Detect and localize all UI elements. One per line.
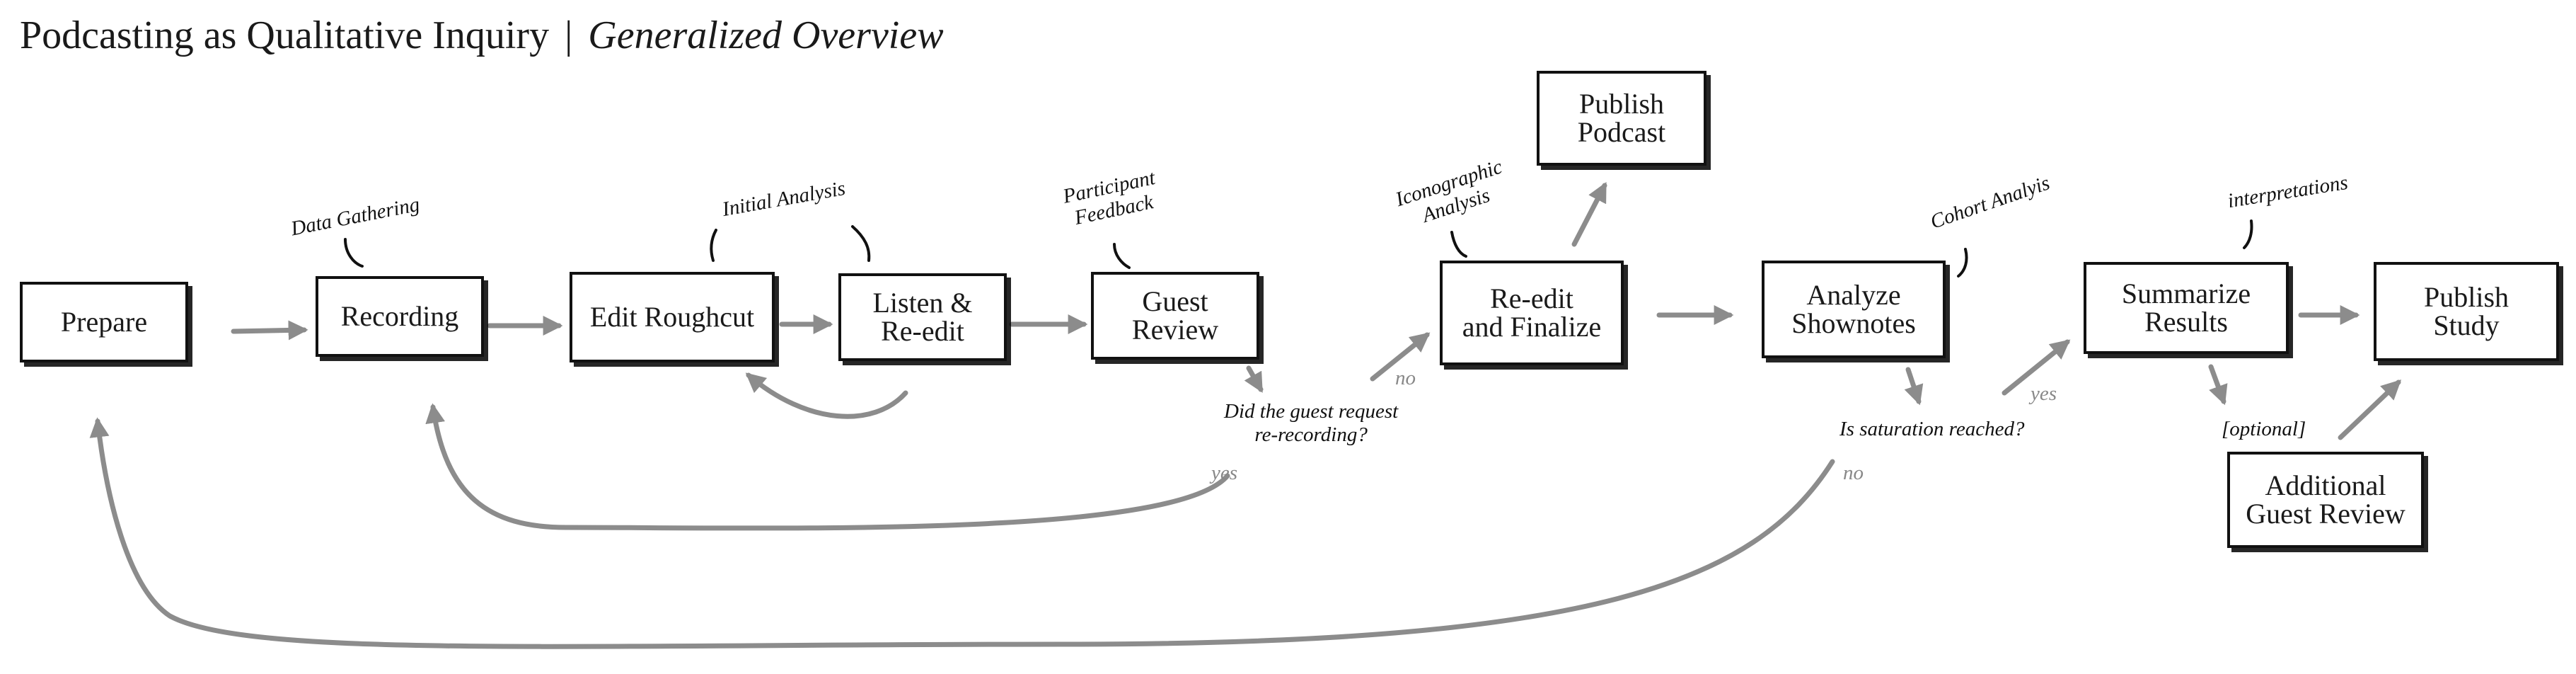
arrow-prepare-recording — [231, 320, 308, 341]
step-analyze-shownotes-label: Analyze Shownotes — [1791, 279, 1916, 339]
bracket-data-gathering — [344, 238, 364, 268]
arrow-optional-publish — [2338, 379, 2402, 440]
step-prepare[interactable]: Prepare — [20, 282, 188, 362]
bracket-initial-analysis-right — [851, 225, 871, 262]
step-publish-study-label: Publish Study — [2423, 281, 2509, 341]
step-publish-study[interactable]: Publish Study — [2374, 262, 2559, 361]
arrow-analyze-saturation — [1904, 367, 1924, 406]
bracket-initial-analysis-left — [710, 229, 717, 262]
decision-guest-request: Did the guest request re-recording? — [1224, 400, 1399, 446]
title-separator: | — [565, 13, 573, 57]
decision-saturation: Is saturation reached? — [1839, 418, 2025, 440]
branch-label-no-2: no — [1843, 462, 1864, 484]
branch-label-optional: [optional] — [2222, 418, 2306, 440]
bracket-interpretations — [2243, 219, 2253, 249]
page-title: Podcasting as Qualitative Inquiry | Genera… — [20, 13, 944, 58]
bracket-participant-feedback — [1113, 243, 1131, 269]
step-summarize-results[interactable]: Summarize Results — [2084, 262, 2289, 354]
step-publish-podcast[interactable]: Publish Podcast — [1537, 71, 1706, 166]
step-guest-review-label: Guest Review — [1131, 285, 1219, 345]
loop-no-prepare — [89, 417, 1835, 649]
step-additional-guest-review[interactable]: Additional Guest Review — [2227, 452, 2424, 548]
step-listen-reedit[interactable]: Listen & Re-edit — [838, 273, 1007, 361]
title-subtitle: Generalized Overview — [588, 13, 944, 57]
step-recording[interactable]: Recording — [316, 276, 484, 357]
step-edit-roughcut-label: Edit Roughcut — [589, 301, 755, 333]
bracket-iconographic — [1450, 231, 1467, 258]
arrow-summarize-optional — [2208, 364, 2228, 406]
branch-label-yes-2: yes — [2031, 382, 2057, 405]
arrow-decision-reedit — [1370, 332, 1431, 382]
arrow-saturation-summarize — [2002, 339, 2071, 396]
arrow-reedit-publish-podcast — [1571, 182, 1607, 247]
step-summarize-results-label: Summarize Results — [2121, 278, 2251, 338]
step-edit-roughcut[interactable]: Edit Roughcut — [570, 272, 775, 362]
step-prepare-label: Prepare — [60, 306, 148, 338]
step-analyze-shownotes[interactable]: Analyze Shownotes — [1762, 261, 1946, 358]
branch-label-no-1: no — [1395, 367, 1416, 389]
arrow-guest-decision — [1244, 365, 1264, 393]
step-publish-podcast-label: Publish Podcast — [1577, 88, 1666, 148]
step-recording-label: Recording — [340, 300, 459, 332]
title-main: Podcasting as Qualitative Inquiry — [20, 13, 550, 57]
step-additional-guest-review-label: Additional Guest Review — [2246, 469, 2405, 530]
step-reedit-finalize[interactable]: Re-edit and Finalize — [1440, 261, 1624, 365]
loop-listen-edit — [745, 372, 908, 419]
step-listen-reedit-label: Listen & Re-edit — [872, 287, 973, 347]
bracket-cohort — [1957, 248, 1968, 278]
branch-label-yes-1: yes — [1211, 462, 1238, 484]
step-guest-review[interactable]: Guest Review — [1091, 272, 1259, 360]
loop-yes-recording — [425, 403, 1230, 531]
step-reedit-finalize-label: Re-edit and Finalize — [1462, 282, 1602, 343]
